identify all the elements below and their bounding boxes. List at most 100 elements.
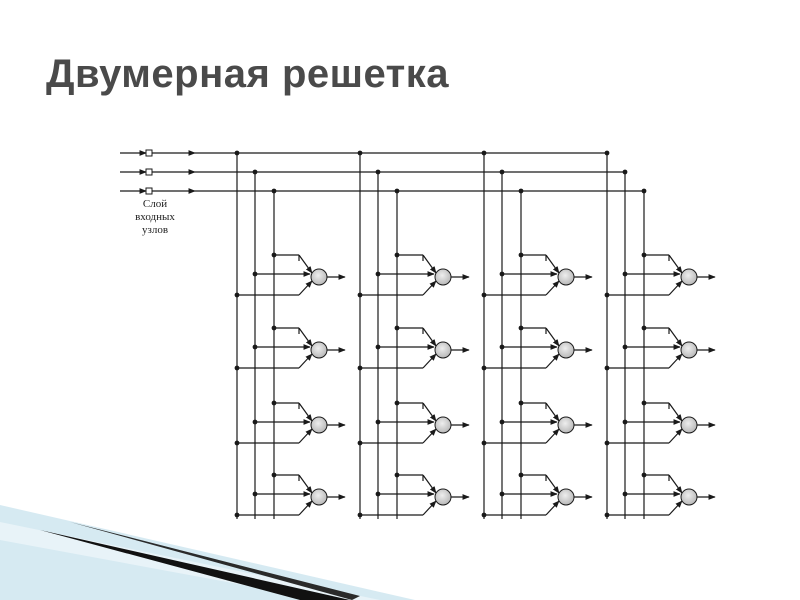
synapse-arrow — [298, 280, 313, 296]
synapse-arrow — [545, 353, 560, 369]
synapse-arrow — [668, 428, 683, 444]
junction-dot — [499, 271, 505, 277]
junction-dot — [394, 188, 400, 194]
synapse-arrow — [545, 428, 560, 444]
synapse-arrow — [422, 474, 437, 494]
junction-dot — [252, 419, 258, 425]
input-node — [145, 187, 153, 195]
junction-dot — [357, 365, 363, 371]
junction-dot — [641, 472, 647, 478]
junction-dot — [481, 440, 487, 446]
junction-dot — [271, 400, 277, 406]
junction-dot — [604, 150, 610, 156]
junction-dot — [271, 188, 277, 194]
neuron — [434, 488, 452, 506]
junction-dot — [518, 252, 524, 258]
synapse-arrow — [422, 402, 437, 422]
junction-dot — [394, 400, 400, 406]
junction-dot — [252, 344, 258, 350]
junction-dot — [641, 325, 647, 331]
junction-dot — [481, 365, 487, 371]
neuron — [557, 341, 575, 359]
junction-dot — [357, 150, 363, 156]
synapse-arrow — [298, 500, 313, 516]
junction-dot — [622, 169, 628, 175]
synapse-arrow — [298, 254, 313, 274]
slide-title: Двумерная решетка — [46, 52, 450, 96]
junction-dot — [271, 252, 277, 258]
junction-dot — [604, 512, 610, 518]
junction-dot — [481, 292, 487, 298]
synapse-arrow — [298, 327, 313, 347]
junction-dot — [394, 252, 400, 258]
synapse-arrow — [668, 280, 683, 296]
junction-dot — [252, 491, 258, 497]
junction-dot — [234, 440, 240, 446]
junction-dot — [499, 419, 505, 425]
junction-dot — [375, 271, 381, 277]
junction-dot — [271, 472, 277, 478]
synapse-arrow — [422, 500, 437, 516]
junction-dot — [234, 365, 240, 371]
neuron — [557, 268, 575, 286]
neuron — [310, 268, 328, 286]
synapse-arrow — [668, 402, 683, 422]
caption-line-2: входных — [135, 211, 175, 223]
junction-dot — [622, 344, 628, 350]
junction-dot — [622, 491, 628, 497]
synapse-arrow — [668, 254, 683, 274]
input-node — [145, 168, 153, 176]
neuron — [557, 488, 575, 506]
junction-dot — [357, 292, 363, 298]
input-node — [145, 149, 153, 157]
junction-dot — [499, 491, 505, 497]
junction-dot — [271, 325, 277, 331]
junction-dot — [604, 292, 610, 298]
junction-dot — [357, 440, 363, 446]
junction-dot — [394, 472, 400, 478]
junction-dot — [622, 419, 628, 425]
junction-dot — [641, 252, 647, 258]
junction-dot — [518, 400, 524, 406]
synapse-arrow — [668, 474, 683, 494]
neuron — [680, 416, 698, 434]
junction-dot — [604, 440, 610, 446]
synapse-arrow — [545, 402, 560, 422]
neuron — [310, 488, 328, 506]
junction-dot — [622, 271, 628, 277]
synapse-arrow — [422, 428, 437, 444]
junction-dot — [375, 344, 381, 350]
synapse-arrow — [545, 500, 560, 516]
junction-dot — [604, 365, 610, 371]
synapse-arrow — [422, 353, 437, 369]
synapse-arrow — [298, 353, 313, 369]
junction-dot — [518, 472, 524, 478]
junction-dot — [641, 400, 647, 406]
synapse-arrow — [545, 254, 560, 274]
junction-dot — [375, 419, 381, 425]
junction-dot — [234, 150, 240, 156]
junction-dot — [234, 292, 240, 298]
junction-dot — [252, 271, 258, 277]
neuron — [557, 416, 575, 434]
junction-dot — [481, 150, 487, 156]
junction-dot — [357, 512, 363, 518]
synapse-arrow — [545, 474, 560, 494]
synapse-arrow — [668, 327, 683, 347]
junction-dot — [518, 325, 524, 331]
input-layer-caption: Слой входных узлов — [118, 198, 192, 237]
neuron — [680, 341, 698, 359]
caption-line-3: узлов — [141, 224, 169, 236]
junction-dot — [481, 512, 487, 518]
junction-dot — [394, 325, 400, 331]
neuron — [434, 341, 452, 359]
neuron — [680, 268, 698, 286]
neuron — [310, 341, 328, 359]
junction-dot — [518, 188, 524, 194]
neuron — [310, 416, 328, 434]
synapse-arrow — [422, 254, 437, 274]
synapse-arrow — [668, 353, 683, 369]
synapse-arrow — [298, 474, 313, 494]
synapse-arrow — [422, 280, 437, 296]
